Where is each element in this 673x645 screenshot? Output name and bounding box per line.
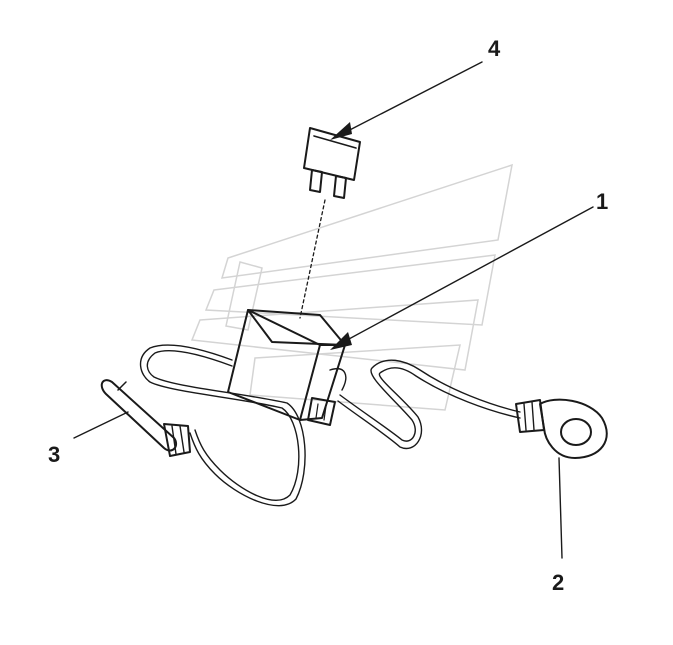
bullet-connector-icon [100, 379, 191, 457]
blade-fuse-icon [303, 127, 361, 199]
leader-arrow-4 [330, 122, 352, 140]
leader-line-1 [335, 206, 594, 347]
leader-line-3 [73, 411, 129, 439]
callout-2: 2 [552, 570, 564, 595]
logo-watermark [190, 163, 513, 411]
ring-terminal-icon [515, 398, 608, 459]
callout-1: 1 [596, 189, 608, 214]
leader-arrow-1 [330, 332, 352, 350]
wire-harness [139, 344, 521, 507]
fuse-holder-icon [227, 309, 346, 426]
fuse-insert-guide [299, 199, 326, 319]
leader-lines [73, 61, 594, 559]
leader-line-4 [337, 61, 483, 137]
callout-4: 4 [488, 36, 501, 61]
leader-line-2 [558, 457, 563, 559]
callout-3: 3 [48, 442, 60, 467]
